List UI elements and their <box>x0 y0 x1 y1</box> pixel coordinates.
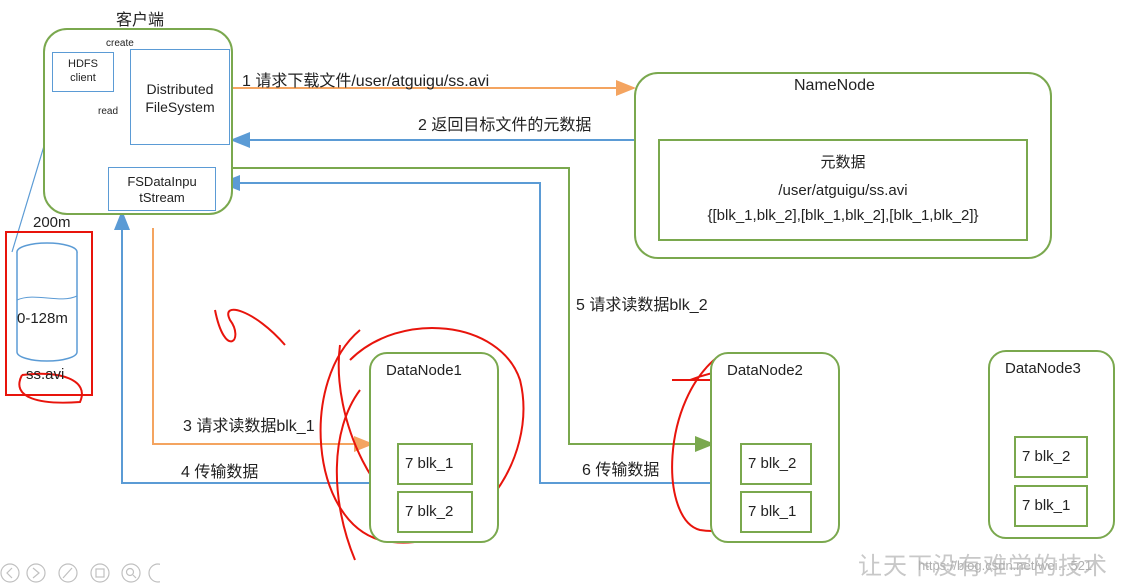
datanode3-block2-label: 7 blk_1 <box>1022 497 1071 514</box>
hdfs-client-box: HDFS client <box>52 52 114 92</box>
step2-label: 2 返回目标文件的元数据 <box>418 117 592 134</box>
toolbar-icons-svg <box>0 563 168 583</box>
file-size-label: 200m <box>33 214 71 231</box>
datanode1-block2-label: 7 blk_2 <box>405 503 454 520</box>
distributed-filesystem-box: Distributed FileSystem <box>130 49 230 145</box>
file-range-label: 0-128m <box>17 310 68 327</box>
datanode3-block1-label: 7 blk_2 <box>1022 448 1071 465</box>
datanode3-block1: 7 blk_2 <box>1014 436 1088 478</box>
step6-label: 6 传输数据 <box>582 462 660 479</box>
datanode3-title: DataNode3 <box>1005 360 1081 377</box>
dfs-line1: Distributed <box>146 81 214 97</box>
datanode1-block1: 7 blk_1 <box>397 443 473 485</box>
namenode-title: NameNode <box>794 77 875 94</box>
more-icon[interactable] <box>148 563 168 583</box>
watermark-url: https://blog.csdn.net/wei…521 <box>918 558 1093 573</box>
dfs-line2: FileSystem <box>145 99 215 115</box>
slide-toolbar <box>0 561 168 583</box>
play-icon[interactable] <box>26 563 46 583</box>
datanode2-block2: 7 blk_1 <box>740 491 812 533</box>
metadata-path: /user/atguigu/ss.avi <box>778 182 908 199</box>
prev-icon[interactable] <box>0 563 20 583</box>
metadata-blocks: {[blk_1,blk_2],[blk_1,blk_2],[blk_1,blk_… <box>707 207 979 224</box>
datanode2-block1: 7 blk_2 <box>740 443 812 485</box>
datanode1-block2: 7 blk_2 <box>397 491 473 533</box>
datanode2-block2-label: 7 blk_1 <box>748 503 797 520</box>
create-label: create <box>106 38 134 49</box>
disk-cylinder-icon <box>16 242 78 362</box>
copy-icon[interactable] <box>90 563 110 583</box>
step1-label: 1 请求下载文件/user/atguigu/ss.avi <box>242 73 490 90</box>
arrow-step5 <box>222 167 715 452</box>
metadata-title: 元数据 <box>820 154 866 171</box>
step3-label: 3 请求读数据blk_1 <box>183 418 315 435</box>
arrow-step3 <box>152 228 374 452</box>
file-name-label: ss.avi <box>26 366 65 383</box>
metadata-box: 元数据 /user/atguigu/ss.avi {[blk_1,blk_2],… <box>658 139 1028 241</box>
arrow-step6 <box>220 175 712 484</box>
datanode1-block1-label: 7 blk_1 <box>405 455 454 472</box>
client-title: 客户端 <box>116 12 165 29</box>
hdfs-client-line1: HDFS <box>68 58 98 70</box>
step5-label: 5 请求读数据blk_2 <box>576 297 708 314</box>
pen-icon[interactable] <box>58 563 78 583</box>
fsdatainputstream-box: FSDataInpu tStream <box>108 167 216 211</box>
zoom-icon[interactable] <box>121 563 141 583</box>
read-label: read <box>98 106 119 117</box>
local-file-frame <box>5 231 93 396</box>
datanode3-block2: 7 blk_1 <box>1014 485 1088 527</box>
datanode2-title: DataNode2 <box>727 362 803 379</box>
fsdis-line1: FSDataInpu <box>127 174 197 189</box>
datanode2-block1-label: 7 blk_2 <box>748 455 797 472</box>
watermark-text: 让天下没有难学的技术 <box>858 552 1108 580</box>
step4-label: 4 传输数据 <box>181 464 259 481</box>
hdfs-client-line2: client <box>70 72 96 84</box>
datanode1-title: DataNode1 <box>386 362 462 379</box>
fsdis-line2: tStream <box>139 190 185 205</box>
arrow-step4 <box>114 210 370 484</box>
